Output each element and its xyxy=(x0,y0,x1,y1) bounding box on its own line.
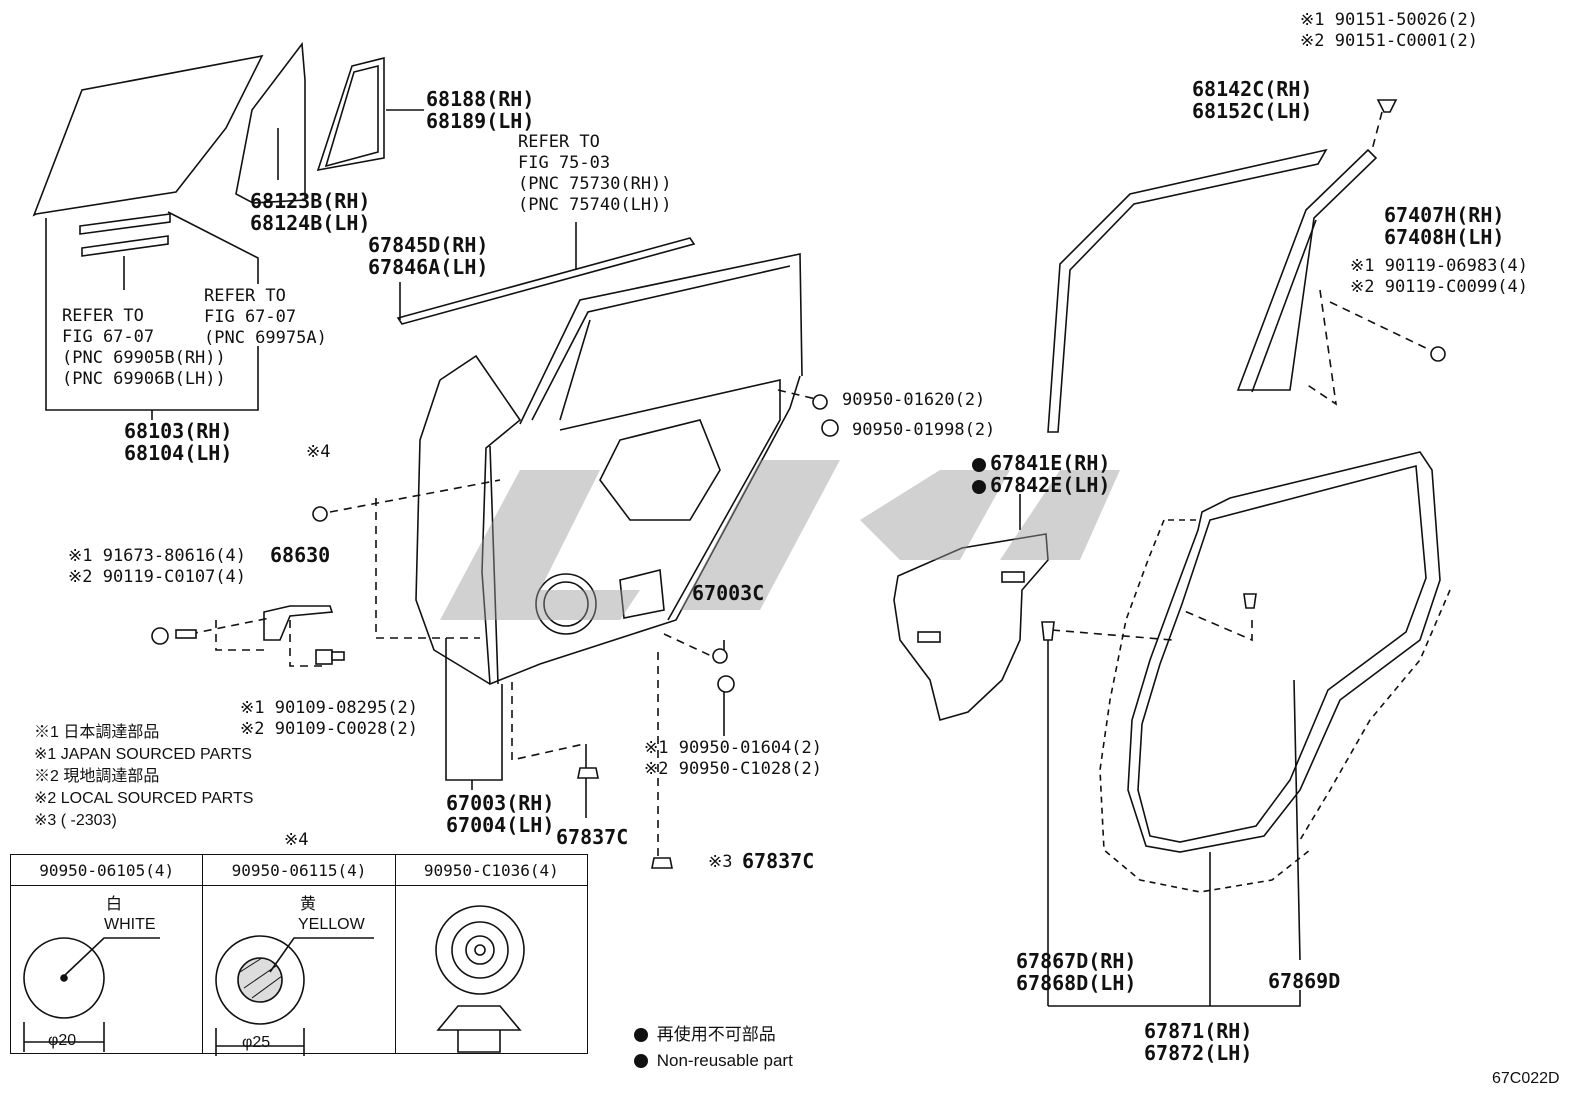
table-title-mark: ※4 xyxy=(284,830,309,850)
label-plug-c: 67003C xyxy=(692,581,765,605)
plug-1-color-en: WHITE xyxy=(104,916,156,933)
label-hinge-bolt: ※1 91673-80616(4)※2 90119-C0107(4) xyxy=(68,546,247,587)
watermark-logo xyxy=(440,460,1120,620)
label-screw-mid: ※1 90119-06983(4)※2 90119-C0099(4) xyxy=(1350,256,1529,297)
sash-seal xyxy=(1236,148,1378,391)
table-col-1: 90950-06105(4) xyxy=(9,854,204,886)
footnotes: ※1 日本調達部品 ※1 JAPAN SOURCED PARTS ※2 現地調達… xyxy=(34,722,253,832)
plug-1-color-jp: 白 xyxy=(106,896,123,913)
legend-dot xyxy=(634,1028,648,1042)
table-col-2: 90950-06115(4) xyxy=(202,854,396,886)
label-quarter-glass: 68188(RH)68189(LH) xyxy=(426,87,535,133)
label-plug-d: ※1 90950-01604(2)※2 90950-C1028(2) xyxy=(644,738,823,779)
plug-1-diameter: φ20 xyxy=(48,1032,77,1049)
table-col-3: 90950-C1036(4) xyxy=(394,854,589,886)
label-clip-a: 67837C xyxy=(556,825,629,849)
hole-plug-table: 90950-06105(4) 90950-06115(4) 90950-C103… xyxy=(9,854,589,1054)
label-plug-a: 90950-01620(2) xyxy=(842,390,986,410)
label-hinge: 68630 xyxy=(270,543,331,567)
quarter-glass xyxy=(316,56,385,172)
label-clip-b-mark: ※3 xyxy=(708,852,733,872)
figure-ref-code: 67C022D xyxy=(1492,1070,1560,1087)
label-hole-cover: 67841E(RH) 67842E(LH) xyxy=(972,452,1110,496)
quarter-glass-front xyxy=(235,41,306,204)
footnote-3: ※3 ( -2303) xyxy=(34,812,117,829)
door-panel xyxy=(439,354,801,686)
plug-2-color-en: YELLOW xyxy=(298,916,365,933)
footnote-2-en: ※2 LOCAL SOURCED PARTS xyxy=(34,790,254,807)
label-door-panel: 67003(RH)67004(LH) xyxy=(446,791,555,837)
non-reusable-mark xyxy=(972,458,986,472)
label-glass: 68103(RH)68104(LH) xyxy=(124,419,233,465)
non-reusable-mark xyxy=(972,480,986,494)
label-weatherstrip-main: 67871(RH)67872(LH) xyxy=(1144,1019,1253,1065)
label-hole-mark: ※4 xyxy=(306,442,331,462)
label-frame-moulding: 68142C(RH)68152C(LH) xyxy=(1192,77,1313,123)
label-weatherstrip-b: 67869D xyxy=(1268,969,1341,993)
door-frame xyxy=(519,253,803,425)
service-hole-cover xyxy=(893,533,1049,721)
footnote-1-en: ※1 JAPAN SOURCED PARTS xyxy=(34,746,252,763)
label-screw-top: ※1 90151-50026(2)※2 90151-C0001(2) xyxy=(1300,10,1479,51)
label-pin: ※1 90109-08295(2)※2 90109-C0028(2) xyxy=(240,698,419,739)
belt-moulding xyxy=(396,237,696,325)
label-belt-moulding: 67845D(RH)67846A(LH) xyxy=(368,233,489,279)
label-weatherstrip-a: 67867D(RH)67868D(LH) xyxy=(1016,949,1137,995)
legend-dot xyxy=(634,1054,648,1068)
plug-2-color-jp: 黄 xyxy=(300,896,317,913)
door-glass xyxy=(32,54,264,217)
label-clip-b: 67837C xyxy=(742,849,815,873)
label-plug-b: 90950-01998(2) xyxy=(852,420,996,440)
footnote-1-jp: ※1 日本調達部品 xyxy=(34,724,160,741)
label-glass-run: 68123B(RH)68124B(LH) xyxy=(250,189,371,235)
legend: 再使用不可部品 Non-reusable part xyxy=(634,1022,793,1074)
plug-2-diameter: φ25 xyxy=(242,1034,271,1051)
footnote-2-jp: ※2 現地調達部品 xyxy=(34,768,160,785)
door-weatherstrip xyxy=(1127,451,1441,853)
window-frame-moulding xyxy=(1047,148,1328,433)
label-sash-seal: 67407H(RH)67408H(LH) xyxy=(1384,203,1505,249)
hinge xyxy=(263,605,334,641)
